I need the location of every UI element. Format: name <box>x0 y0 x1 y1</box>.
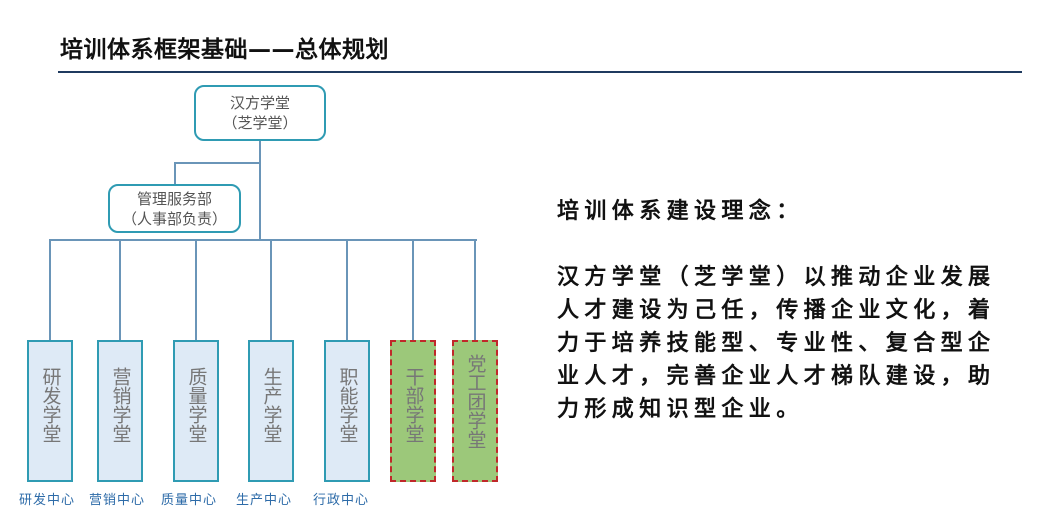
academy-name: 营销学堂 <box>109 367 132 443</box>
root-node: 汉方学堂 （芝学堂） <box>194 85 326 141</box>
academy-quality: 质量学堂 <box>173 340 219 482</box>
philosophy-line: 业人才，完善企业人才梯队建设，助 <box>557 363 996 389</box>
connector <box>195 239 197 341</box>
connector <box>474 239 476 341</box>
connector <box>119 239 121 341</box>
connector <box>270 239 272 341</box>
academy-name: 职能学堂 <box>336 367 359 443</box>
mgmt-node-note: （人事部负责） <box>121 209 227 228</box>
connector <box>174 162 261 164</box>
academy-name: 研发学堂 <box>39 367 62 443</box>
connector <box>259 140 261 241</box>
root-node-name: 汉方学堂 <box>229 94 290 112</box>
connector <box>49 239 477 241</box>
academy-rd: 研发学堂 <box>27 340 73 482</box>
academy-name: 生产学堂 <box>260 367 283 443</box>
connector <box>412 239 414 341</box>
philosophy-line: 人才建设为己任，传播企业文化，着 <box>557 297 996 323</box>
academy-party: 党工团学堂 <box>452 340 498 482</box>
philosophy-line: 汉方学堂（芝学堂）以推动企业发展 <box>557 264 996 290</box>
mgmt-node: 管理服务部 （人事部负责） <box>108 184 241 233</box>
center-caption: 研发中心 <box>19 493 76 508</box>
root-node-alias: （芝学堂） <box>222 114 298 132</box>
center-caption: 质量中心 <box>161 493 218 508</box>
connector <box>49 239 51 341</box>
academy-functional: 职能学堂 <box>324 340 370 482</box>
academy-name: 质量学堂 <box>185 367 208 443</box>
academy-name: 党工团学堂 <box>464 354 487 449</box>
center-caption: 行政中心 <box>313 493 370 508</box>
title-divider <box>58 71 1022 73</box>
academy-sales: 营销学堂 <box>97 340 143 482</box>
connector <box>346 239 348 341</box>
philosophy-line: 力形成知识型企业。 <box>557 396 804 422</box>
mgmt-node-name: 管理服务部 <box>136 189 212 208</box>
philosophy-line: 力于培养技能型、专业性、复合型企 <box>557 330 996 356</box>
academy-production: 生产学堂 <box>248 340 294 482</box>
academy-name: 干部学堂 <box>402 367 425 443</box>
center-caption: 营销中心 <box>89 493 146 508</box>
page-title: 培训体系框架基础——总体规划 <box>60 37 389 63</box>
philosophy-heading: 培训体系建设理念： <box>557 198 804 224</box>
academy-cadre: 干部学堂 <box>390 340 436 482</box>
center-caption: 生产中心 <box>236 493 293 508</box>
connector <box>174 162 176 186</box>
